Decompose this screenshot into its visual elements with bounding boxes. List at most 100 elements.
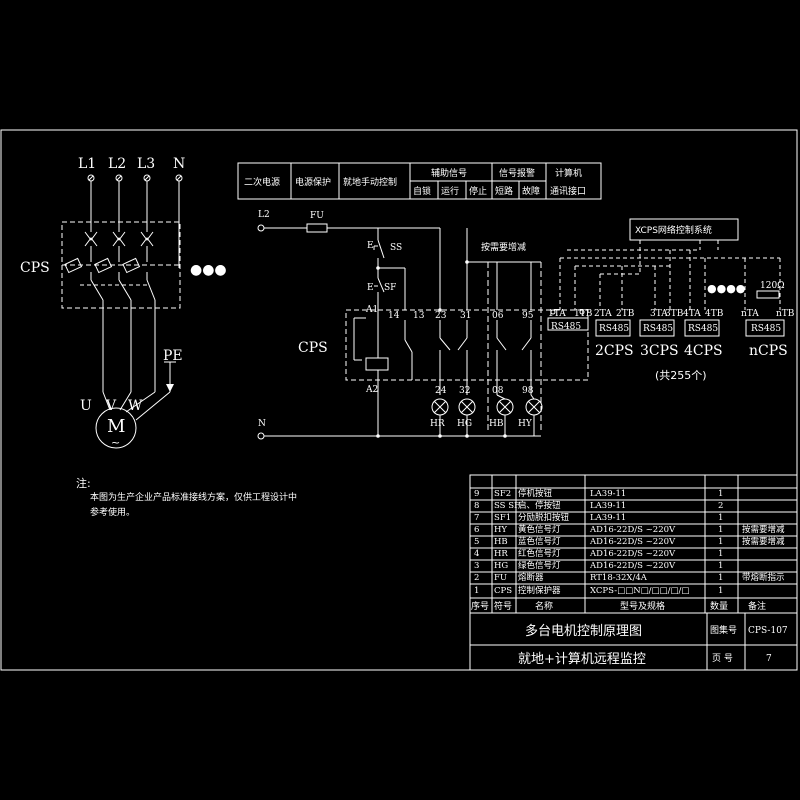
terminator-resistor: 120Ω bbox=[760, 281, 785, 291]
bom-cell-name: 控制保护器 bbox=[518, 585, 561, 596]
page-value: 7 bbox=[766, 654, 772, 664]
bom-cell-name: 分励脱扣按钮 bbox=[518, 512, 570, 523]
bom-cell-sym: HY bbox=[494, 525, 507, 535]
bom-cell-spec: AD16-22D/S ~220V bbox=[589, 561, 676, 571]
noden-rs: RS485 bbox=[751, 324, 781, 334]
control-circuit bbox=[257, 223, 589, 440]
bom-cell-sym: HR bbox=[494, 549, 508, 559]
contact-32: 32 bbox=[459, 386, 470, 396]
bom-cell-no: 6 bbox=[474, 525, 479, 535]
bom-cell-qty: 1 bbox=[718, 537, 723, 547]
power-circuit bbox=[61, 174, 183, 449]
lamp-hg: HG bbox=[457, 419, 472, 429]
rs-1ta: 1TA bbox=[548, 309, 566, 319]
contact-24: 24 bbox=[435, 386, 447, 396]
atlas-value: CPS-107 bbox=[748, 626, 788, 636]
bom-cell-sym: SF2 bbox=[494, 489, 511, 499]
atlas-label: 图集号 bbox=[710, 624, 737, 636]
bom-cell-name: 黄色信号灯 bbox=[518, 524, 561, 535]
bracket-label: 按需要增减 bbox=[481, 241, 526, 253]
node2-name: 2CPS bbox=[595, 343, 634, 359]
header-cell-protection: 电源保护 bbox=[295, 176, 331, 188]
sf-label: SF bbox=[384, 283, 396, 293]
header-sub-stop: 停止 bbox=[469, 185, 487, 197]
ss-label: SS bbox=[390, 243, 402, 253]
phase-label-n: N bbox=[173, 156, 185, 172]
a2-label: A2 bbox=[365, 385, 378, 395]
bom-cell-spec: LA39-11 bbox=[590, 513, 626, 523]
bom-cell-qty: 1 bbox=[718, 489, 723, 499]
n-label: N bbox=[258, 419, 266, 429]
header-sub-short: 短路 bbox=[495, 185, 513, 197]
contact-95: 95 bbox=[522, 311, 534, 321]
noden-tb: nTB bbox=[776, 309, 795, 319]
rs-1tb: 1TB bbox=[574, 309, 593, 319]
lamp-hb: HB bbox=[489, 419, 504, 429]
bom-cell-spec: AD16-22D/S ~220V bbox=[589, 537, 676, 547]
network-title: XCPS网络控制系统 bbox=[635, 224, 712, 236]
phase-label-l1: L1 bbox=[78, 156, 96, 172]
phase-label-l2: L2 bbox=[108, 156, 126, 172]
terminal-u: U bbox=[80, 398, 92, 414]
motor-label: M bbox=[107, 416, 125, 437]
a1-label: A1 bbox=[365, 305, 378, 315]
contact-23: 23 bbox=[435, 311, 447, 321]
node3-tb: 3TB bbox=[665, 309, 684, 319]
bom-cell-spec: RT18-32X/4A bbox=[590, 573, 648, 583]
bom-cell-no: 7 bbox=[474, 513, 479, 523]
header-cell-computer: 计算机 bbox=[555, 167, 582, 179]
contact-14: 14 bbox=[388, 311, 400, 321]
cps-label-power: CPS bbox=[20, 260, 50, 276]
node2-ta: 2TA bbox=[594, 309, 612, 319]
fu-label: FU bbox=[310, 211, 324, 221]
bom-header-cell: 符号 bbox=[494, 600, 512, 612]
bom-cell-qty: 2 bbox=[718, 501, 723, 511]
bom-header-cell: 型号及规格 bbox=[620, 600, 665, 612]
bom-cell-spec: XCPS-□□N□/□□/□/□ bbox=[590, 586, 689, 596]
pe-label: PE bbox=[163, 348, 183, 364]
bom-cell-no: 8 bbox=[474, 501, 479, 511]
phase-label-l3: L3 bbox=[137, 156, 155, 172]
bom-cell-qty: 1 bbox=[718, 525, 723, 535]
bom-cell-sym: SF1 bbox=[494, 513, 511, 523]
terminal-w: W bbox=[128, 398, 143, 414]
bom-cell-spec: AD16-22D/S ~220V bbox=[589, 525, 676, 535]
bom-cell-no: 3 bbox=[474, 561, 479, 571]
bom-cell-qty: 1 bbox=[718, 513, 723, 523]
bom-cell-no: 9 bbox=[474, 489, 479, 499]
bom-header-cell: 数量 bbox=[710, 600, 728, 612]
header-cell-alarm: 信号报警 bbox=[499, 167, 535, 179]
bom-cell-no: 1 bbox=[474, 586, 479, 596]
contact-06: 06 bbox=[492, 311, 504, 321]
title-main: 多台电机控制原理图 bbox=[525, 623, 642, 639]
header-sub-run: 运行 bbox=[441, 185, 459, 197]
bom-cell-no: 2 bbox=[474, 573, 479, 583]
noden-name: nCPS bbox=[749, 343, 788, 359]
header-cell-aux: 辅助信号 bbox=[431, 167, 467, 179]
bom-cell-sym: CPS bbox=[494, 586, 512, 596]
terminal-v: V bbox=[105, 398, 117, 414]
bom-cell-sym: FU bbox=[494, 573, 507, 583]
network-total: (共255个) bbox=[655, 369, 707, 382]
node4-ta: 4TA bbox=[683, 309, 701, 319]
network-dots: ●●●● bbox=[707, 282, 745, 295]
sf-e-label: E bbox=[367, 283, 374, 293]
bom-header-cell: 备注 bbox=[748, 600, 766, 612]
node3-name: 3CPS bbox=[640, 343, 679, 359]
lamp-hr: HR bbox=[430, 419, 445, 429]
bom-cell-name: 蓝色信号灯 bbox=[518, 536, 561, 547]
contact-98: 98 bbox=[522, 386, 534, 396]
bom-cell-name: 绿色信号灯 bbox=[518, 560, 561, 571]
header-cell-local: 就地手动控制 bbox=[343, 176, 397, 188]
bom-cell-spec: LA39-11 bbox=[590, 489, 626, 499]
title-sub: 就地+计算机远程监控 bbox=[518, 652, 646, 667]
node2-rs: RS485 bbox=[599, 324, 629, 334]
bom-cell-name: 熔断器 bbox=[518, 572, 544, 583]
node2-tb: 2TB bbox=[616, 309, 635, 319]
bom-cell-sym: HB bbox=[494, 537, 508, 547]
contact-13: 13 bbox=[413, 311, 425, 321]
bom-cell-qty: 1 bbox=[718, 573, 723, 583]
bom-cell-spec: AD16-22D/S ~220V bbox=[589, 549, 676, 559]
